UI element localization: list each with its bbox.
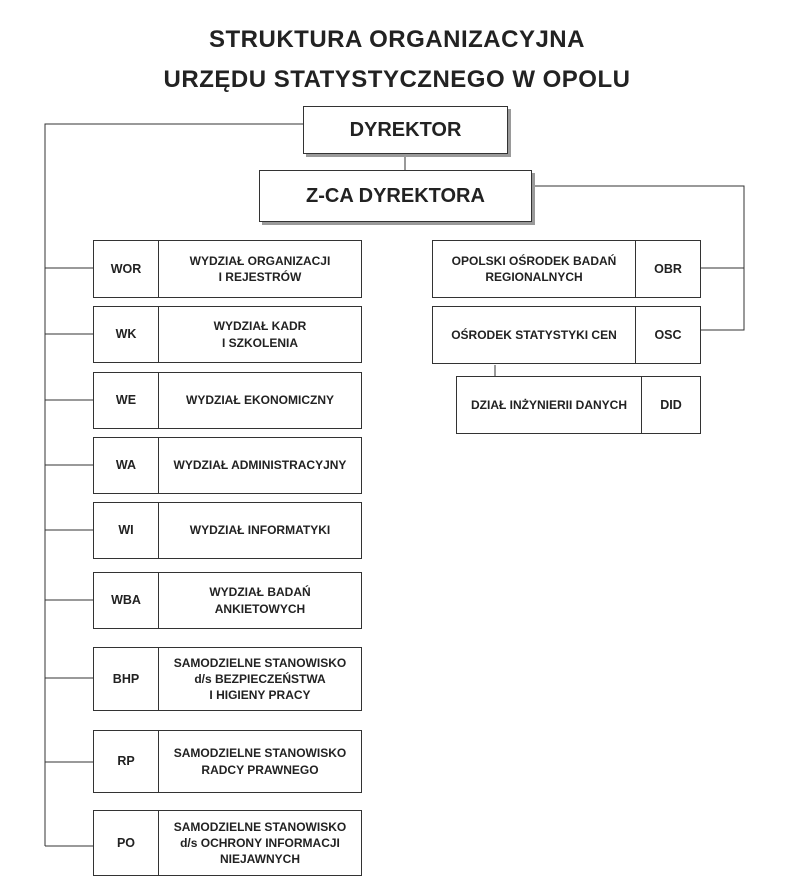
chart-title-line-2: URZĘDU STATYSTYCZNEGO W OPOLU	[163, 66, 631, 93]
director-box: DYREKTOR	[303, 106, 508, 154]
deputy-director-box: Z-CA DYREKTORA	[259, 170, 532, 222]
unit-box-wa: WA WYDZIAŁ ADMINISTRACYJNY	[93, 437, 362, 494]
unit-code: WBA	[94, 573, 159, 628]
unit-code: WE	[94, 373, 159, 428]
chart-title-line-1: STRUKTURA ORGANIZACYJNA	[209, 26, 585, 53]
unit-box-did: DZIAŁ INŻYNIERII DANYCH DID	[456, 376, 701, 434]
unit-code: PO	[94, 811, 159, 875]
unit-name: WYDZIAŁ INFORMATYKI	[189, 523, 331, 538]
unit-name: WYDZIAŁ ADMINISTRACYJNY	[173, 458, 347, 473]
unit-name: WYDZIAŁ EKONOMICZNY	[186, 393, 334, 408]
unit-box-we: WE WYDZIAŁ EKONOMICZNY	[93, 372, 362, 429]
unit-name: DZIAŁ INŻYNIERII DANYCH	[471, 397, 627, 412]
unit-code: BHP	[94, 648, 159, 710]
unit-code: WI	[94, 503, 159, 558]
left-spine-line	[44, 123, 303, 846]
unit-code: WK	[94, 307, 159, 362]
unit-code: OBR	[635, 241, 700, 297]
unit-box-osc: OŚRODEK STATYSTYKI CEN OSC	[432, 306, 701, 364]
unit-code: WOR	[94, 241, 159, 297]
unit-code: WA	[94, 438, 159, 493]
unit-code: OSC	[635, 307, 700, 363]
unit-name: OŚRODEK STATYSTYKI CEN	[451, 327, 617, 342]
unit-box-wi: WI WYDZIAŁ INFORMATYKI	[93, 502, 362, 559]
right-bracket-line	[532, 185, 745, 331]
unit-code: DID	[641, 377, 700, 433]
unit-code: RP	[94, 731, 159, 792]
